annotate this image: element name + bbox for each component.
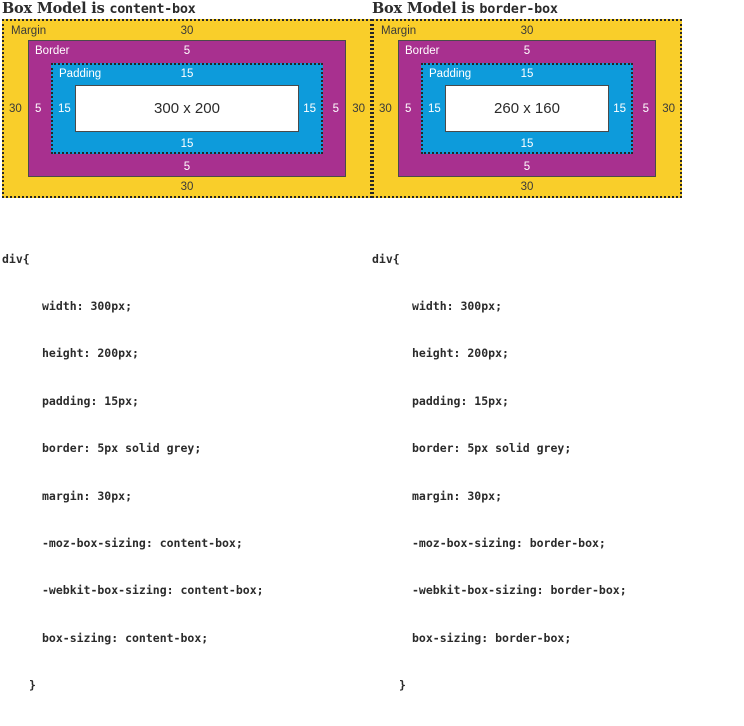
border-top-value: 5 xyxy=(523,45,531,57)
padding-box: Padding 15 15 15 15 300 x 200 xyxy=(51,63,323,154)
code-line: padding: 15px; xyxy=(412,393,509,408)
border-right-value: 5 xyxy=(642,102,649,115)
code-line: width: 300px; xyxy=(42,298,133,313)
margin-left-value: 30 xyxy=(9,102,22,115)
border-left-value: 5 xyxy=(35,102,42,115)
margin-region-label: Margin xyxy=(11,25,47,37)
content-dimensions-label: 260 x 160 xyxy=(494,100,560,117)
padding-right-value: 15 xyxy=(613,102,626,115)
border-bottom-value: 5 xyxy=(523,161,531,173)
border-region-label: Border xyxy=(35,45,70,57)
padding-right-value: 15 xyxy=(303,102,316,115)
code-line: border: 5px solid grey; xyxy=(412,441,572,456)
code-line: height: 200px; xyxy=(42,346,139,361)
margin-right-value: 30 xyxy=(352,102,365,115)
panel-content-box: Box Model is content-box Margin 30 30 30… xyxy=(2,0,372,692)
padding-left-value: 15 xyxy=(58,102,71,115)
code-selector-open: div{ xyxy=(372,251,400,266)
margin-box: Margin 30 30 30 30 Border 5 5 5 5 Paddin… xyxy=(2,19,372,198)
border-region-label: Border xyxy=(405,45,440,57)
title-prefix: Box Model is xyxy=(372,0,480,17)
border-box: Border 5 5 5 5 Padding 15 15 15 15 260 x… xyxy=(398,40,656,177)
padding-bottom-value: 15 xyxy=(180,138,194,150)
margin-bottom-value: 30 xyxy=(520,181,534,193)
margin-right-value: 30 xyxy=(662,102,675,115)
padding-box: Padding 15 15 15 15 260 x 160 xyxy=(421,63,633,154)
margin-top-value: 30 xyxy=(180,25,194,37)
margin-region-label: Margin xyxy=(381,25,417,37)
padding-bottom-value: 15 xyxy=(520,138,534,150)
border-box: Border 5 5 5 5 Padding 15 15 15 15 300 x… xyxy=(28,40,346,177)
page-title-content-box: Box Model is content-box xyxy=(2,0,372,19)
margin-left-value: 30 xyxy=(379,102,392,115)
content-box: 300 x 200 xyxy=(75,85,299,132)
code-line: -moz-box-sizing: border-box; xyxy=(412,535,606,550)
code-snippet-border-box: div{ width: 300px; height: 200px; paddin… xyxy=(372,220,682,726)
code-selector-close: } xyxy=(399,678,406,693)
title-prefix: Box Model is xyxy=(2,0,110,17)
margin-bottom-value: 30 xyxy=(180,181,194,193)
border-bottom-value: 5 xyxy=(183,161,191,173)
content-box: 260 x 160 xyxy=(445,85,609,132)
padding-region-label: Padding xyxy=(59,68,102,80)
code-selector-open: div{ xyxy=(2,251,30,266)
margin-box: Margin 30 30 30 30 Border 5 5 5 5 Paddin… xyxy=(372,19,682,198)
padding-top-value: 15 xyxy=(180,68,194,80)
padding-top-value: 15 xyxy=(520,68,534,80)
border-left-value: 5 xyxy=(405,102,412,115)
border-right-value: 5 xyxy=(332,102,339,115)
padding-left-value: 15 xyxy=(428,102,441,115)
margin-top-value: 30 xyxy=(520,25,534,37)
code-line: padding: 15px; xyxy=(42,393,139,408)
page-title-border-box: Box Model is border-box xyxy=(372,0,682,19)
code-line: -webkit-box-sizing: border-box; xyxy=(412,583,627,598)
title-keyword: border-box xyxy=(479,1,558,17)
code-line: height: 200px; xyxy=(412,346,509,361)
code-line: width: 300px; xyxy=(412,298,503,313)
padding-region-label: Padding xyxy=(429,68,472,80)
content-dimensions-label: 300 x 200 xyxy=(154,100,220,117)
title-keyword: content-box xyxy=(109,1,196,17)
code-line: margin: 30px; xyxy=(412,488,503,503)
border-top-value: 5 xyxy=(183,45,191,57)
code-line: box-sizing: border-box; xyxy=(412,630,572,645)
